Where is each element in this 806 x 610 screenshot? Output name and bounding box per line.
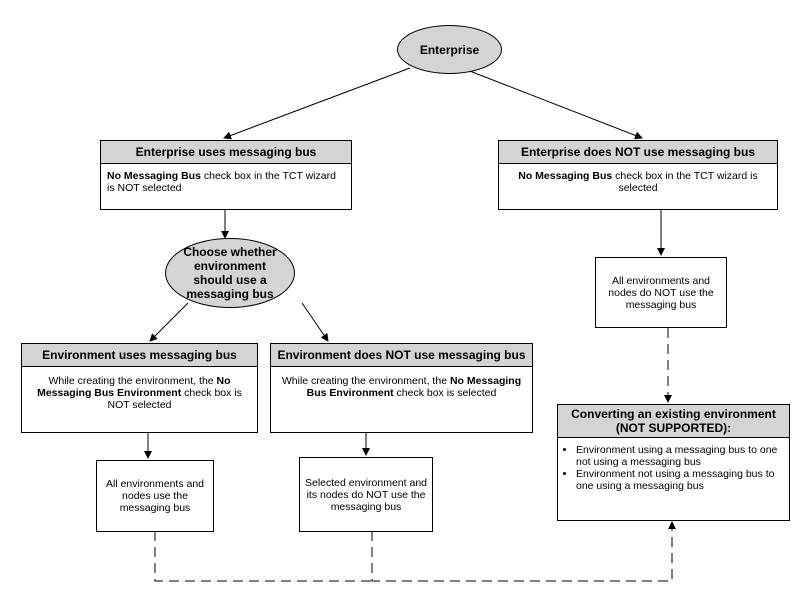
choose-label: Choose whether environment should use a … xyxy=(183,245,277,301)
env-not-bus-title: Environment does NOT use messaging bus xyxy=(271,344,532,367)
enterprise-uses-bus-title: Enterprise uses messaging bus xyxy=(101,141,351,164)
converting-item: Environment using a messaging bus to one… xyxy=(576,444,785,468)
no-messaging-bus-bold: No Messaging Bus xyxy=(518,170,613,182)
all-env-not-text: All environments and nodes do NOT use th… xyxy=(608,274,714,311)
converting-list: Environment using a messaging bus to one… xyxy=(558,438,789,496)
enterprise-uses-bus-body: No Messaging Bus check box in the TCT wi… xyxy=(101,164,351,200)
all-env-not-box: All environments and nodes do NOT use th… xyxy=(595,257,727,328)
selected-env-not-box: Selected environment and its nodes do NO… xyxy=(299,457,433,532)
enterprise-not-bus-body: No Messaging Bus check box in the TCT wi… xyxy=(499,164,777,200)
all-env-uses-box: All environments and nodes use the messa… xyxy=(96,460,214,532)
enterprise-label: Enterprise xyxy=(419,42,480,57)
converting-title: Converting an existing environment (NOT … xyxy=(558,405,789,438)
arrow-enterprise-to-right xyxy=(461,67,643,140)
dashed-bottom-connector xyxy=(154,531,372,582)
enterprise-uses-bus-box: Enterprise uses messaging bus No Messagi… xyxy=(100,140,352,210)
body-post: check box is selected xyxy=(393,387,497,399)
body-bold: No Messaging Bus Environment xyxy=(37,375,231,399)
body-bold: No Messaging Bus Environment xyxy=(306,375,522,399)
choose-node: Choose whether environment should use a … xyxy=(165,238,295,308)
env-not-bus-box: Environment does NOT use messaging bus W… xyxy=(270,343,533,433)
body-pre: While creating the environment, the xyxy=(281,375,450,387)
env-not-bus-body: While creating the environment, the No M… xyxy=(271,367,532,407)
all-env-uses-text: All environments and nodes use the messa… xyxy=(105,478,205,514)
no-messaging-bus-bold: No Messaging Bus xyxy=(107,170,201,182)
body-pre: While creating the environment, the xyxy=(48,375,217,387)
enterprise-not-bus-box: Enterprise does NOT use messaging bus No… xyxy=(498,140,778,210)
env-uses-bus-body: While creating the environment, the No M… xyxy=(22,367,257,419)
body-post: check box is NOT selected xyxy=(107,387,242,411)
env-uses-bus-box: Environment uses messaging bus While cre… xyxy=(21,343,258,433)
env-uses-bus-title: Environment uses messaging bus xyxy=(22,344,257,367)
converting-box: Converting an existing environment (NOT … xyxy=(557,404,790,521)
arrow-enterprise-to-left xyxy=(223,67,411,140)
body-rest: check box in the TCT wizard is NOT selec… xyxy=(107,170,336,194)
body-rest: check box in the TCT wizard is selected xyxy=(612,170,758,194)
converting-item: Environment not using a messaging bus to… xyxy=(576,468,785,492)
enterprise-node: Enterprise xyxy=(397,25,502,74)
arrow-choose-to-env-not xyxy=(301,302,329,342)
enterprise-not-bus-title: Enterprise does NOT use messaging bus xyxy=(499,141,777,164)
arrow-choose-to-env-uses xyxy=(149,302,189,342)
selected-env-not-text: Selected environment and its nodes do NO… xyxy=(305,476,427,513)
dashed-bottom-connector-2 xyxy=(371,521,676,582)
